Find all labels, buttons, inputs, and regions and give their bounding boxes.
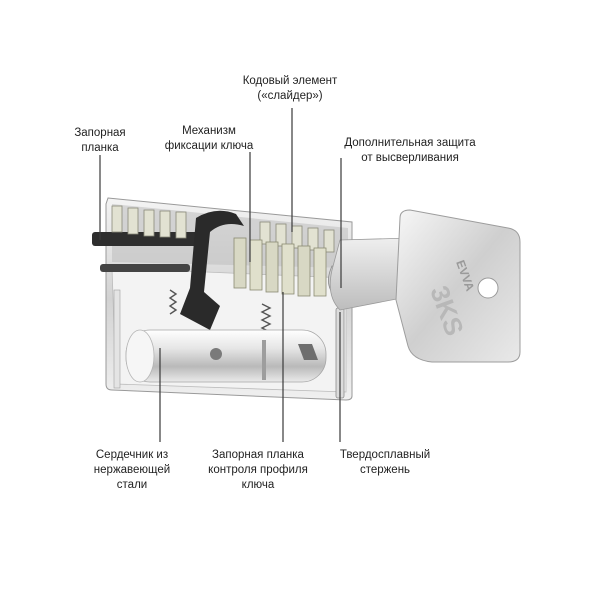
locking-bar-top xyxy=(92,232,202,246)
label-anti-drill: Дополнительная защита от высверливания xyxy=(344,137,476,164)
top-pins xyxy=(111,205,335,253)
key: 3KS EVVA xyxy=(329,209,521,363)
label-key-fixation: Механизм фиксации ключа xyxy=(164,125,254,152)
label-hard-pin: Твердосплавный стержень xyxy=(339,449,431,476)
label-locking-bar-top: Запорная планка xyxy=(74,127,126,154)
label-profile-bar: Запорная планка контроля профиля ключа xyxy=(208,449,308,491)
springs xyxy=(168,289,272,333)
key-hole-icon xyxy=(477,277,499,299)
key-fixation-clip xyxy=(180,210,244,330)
label-stainless-core: Сердечник из нержавеющей стали xyxy=(93,449,171,491)
code-sliders xyxy=(233,237,327,297)
leader-lines xyxy=(99,108,342,442)
stainless-core xyxy=(125,329,327,383)
label-code-element: Кодовый элемент («слайдер») xyxy=(242,75,338,102)
